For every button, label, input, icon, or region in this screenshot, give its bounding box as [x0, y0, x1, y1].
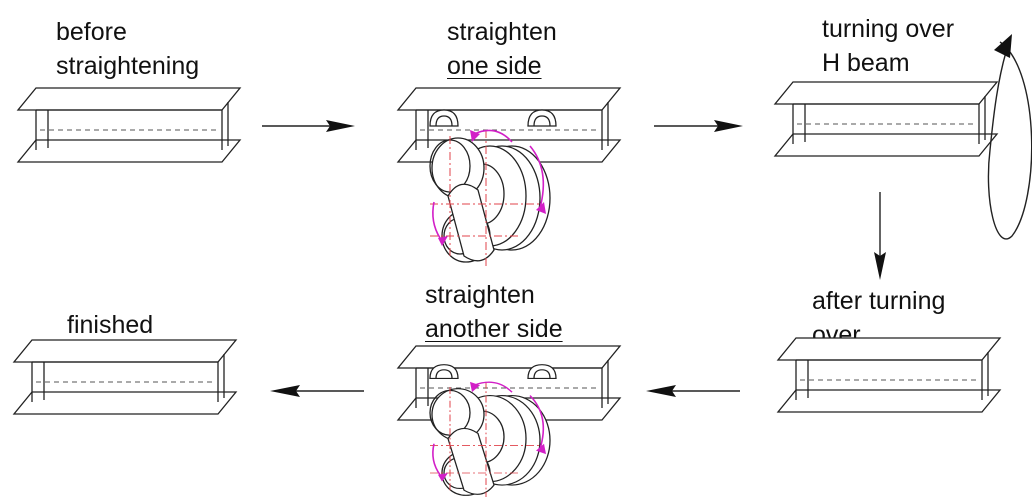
beam-finished [13, 339, 237, 415]
roller-mechanism-top [429, 109, 557, 269]
label-finished-line1: finished [67, 311, 154, 339]
label-before-line1: before [56, 18, 127, 46]
arrow-right-1 [262, 120, 355, 132]
label-turning-over: turning over H beam [822, 12, 954, 80]
label-finished: finished [67, 308, 153, 342]
label-after-turning-line1: after turning [812, 287, 946, 315]
label-turning-line2: H beam [822, 49, 910, 77]
label-straighten-one-line2: one side [447, 52, 542, 80]
roller-mechanism-bottom [429, 363, 557, 497]
label-before: before straightening [56, 15, 199, 83]
label-straighten-another-line1: straighten [425, 281, 535, 309]
beam-after-turning [777, 337, 1001, 413]
arrow-right-2 [654, 120, 743, 132]
arrow-left-2 [270, 385, 364, 397]
beam-turning [774, 81, 998, 157]
beam-before [17, 87, 241, 163]
rotate-arrow-icon [987, 34, 1032, 240]
label-straighten-another-side: straighten another side [425, 278, 563, 346]
label-straighten-one-line1: straighten [447, 18, 557, 46]
label-before-line2: straightening [56, 52, 200, 80]
label-turning-line1: turning over [822, 15, 955, 43]
label-straighten-another-line2: another side [425, 315, 563, 343]
arrow-down [874, 192, 886, 280]
label-straighten-one-side: straighten one side [447, 15, 557, 83]
arrow-left-1 [646, 385, 740, 397]
